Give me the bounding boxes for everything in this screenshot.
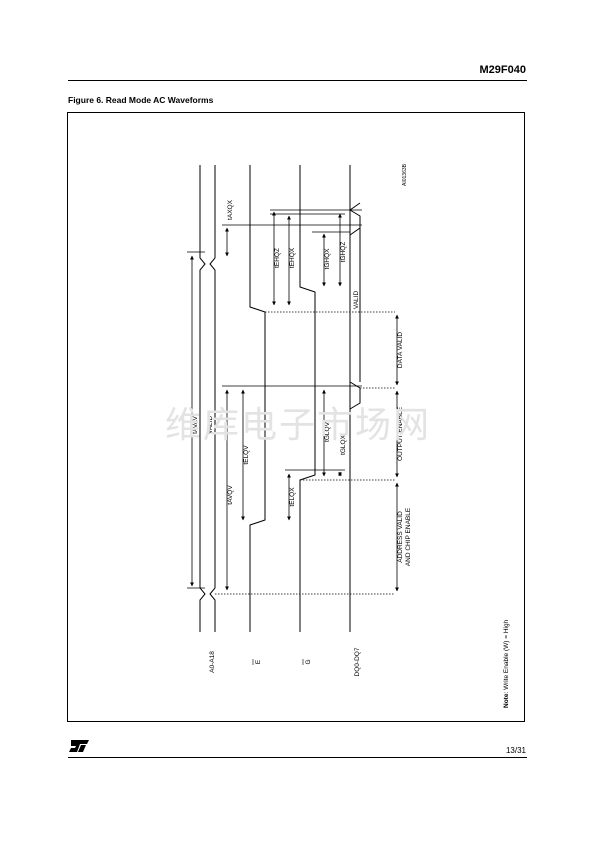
figure-caption: Figure 6. Read Mode AC Waveforms bbox=[68, 95, 214, 105]
reference-lines bbox=[215, 311, 395, 595]
label-tGLQX: tGLQX bbox=[340, 434, 347, 455]
data-bus-waveform bbox=[349, 165, 361, 632]
label-address-valid: VALID bbox=[207, 416, 214, 435]
label-data-valid: VALID bbox=[353, 291, 360, 310]
header-rule bbox=[68, 80, 527, 81]
label-tELQV: tELQV bbox=[243, 445, 250, 465]
label-tEHQX: tEHQX bbox=[289, 247, 296, 268]
footer-rule bbox=[68, 757, 527, 758]
label-tAVAV: tAVAV bbox=[192, 415, 199, 433]
watermark: 维库电子市场网 bbox=[165, 405, 432, 446]
note-label: Note bbox=[503, 693, 510, 708]
st-logo-icon bbox=[69, 740, 89, 752]
timing-rules bbox=[187, 209, 362, 589]
timing-arrows bbox=[190, 211, 342, 591]
signal-label-address: A0-A18 bbox=[209, 651, 216, 673]
document-code: M29F040 bbox=[479, 64, 526, 76]
signal-label-oe: G bbox=[305, 659, 312, 664]
label-phase-output-enable: OUTPUT ENABLE bbox=[397, 406, 404, 461]
address-bus-waveform bbox=[199, 165, 216, 632]
label-tAVQV: tAVQV bbox=[227, 485, 234, 505]
label-tEHQZ: tEHQZ bbox=[274, 248, 281, 268]
label-phase-chip-enable: AND CHIP ENABLE bbox=[405, 507, 412, 566]
figure-note: Note: Write Enable (W) = High bbox=[503, 619, 510, 708]
svg-text:Note: Write Enable (W) = High: Note: Write Enable (W) = High bbox=[503, 619, 510, 708]
signal-label-data: DQ0-DQ7 bbox=[354, 647, 361, 676]
figure-frame bbox=[67, 112, 525, 722]
label-tELQX: tELQX bbox=[289, 487, 296, 507]
label-tGHQZ: tGHQZ bbox=[340, 242, 347, 263]
output-enable-waveform bbox=[299, 165, 316, 632]
signal-label-ce: E bbox=[255, 659, 262, 664]
label-tAXQX: tAXQX bbox=[227, 199, 234, 220]
page-number: 13/31 bbox=[505, 746, 526, 755]
label-phase-data-valid: DATA VALID bbox=[397, 332, 404, 368]
active-low-overbars bbox=[252, 659, 304, 665]
label-phase-address-valid: ADDRESS VALID bbox=[397, 511, 404, 563]
label-tGHQX: tGHQX bbox=[324, 248, 331, 270]
note-text: : Write Enable (W) = High bbox=[503, 619, 510, 693]
figure-ref-code: AI01363B bbox=[402, 163, 408, 186]
label-tGLQV: tGLQV bbox=[324, 421, 331, 442]
chip-enable-waveform bbox=[249, 165, 266, 632]
